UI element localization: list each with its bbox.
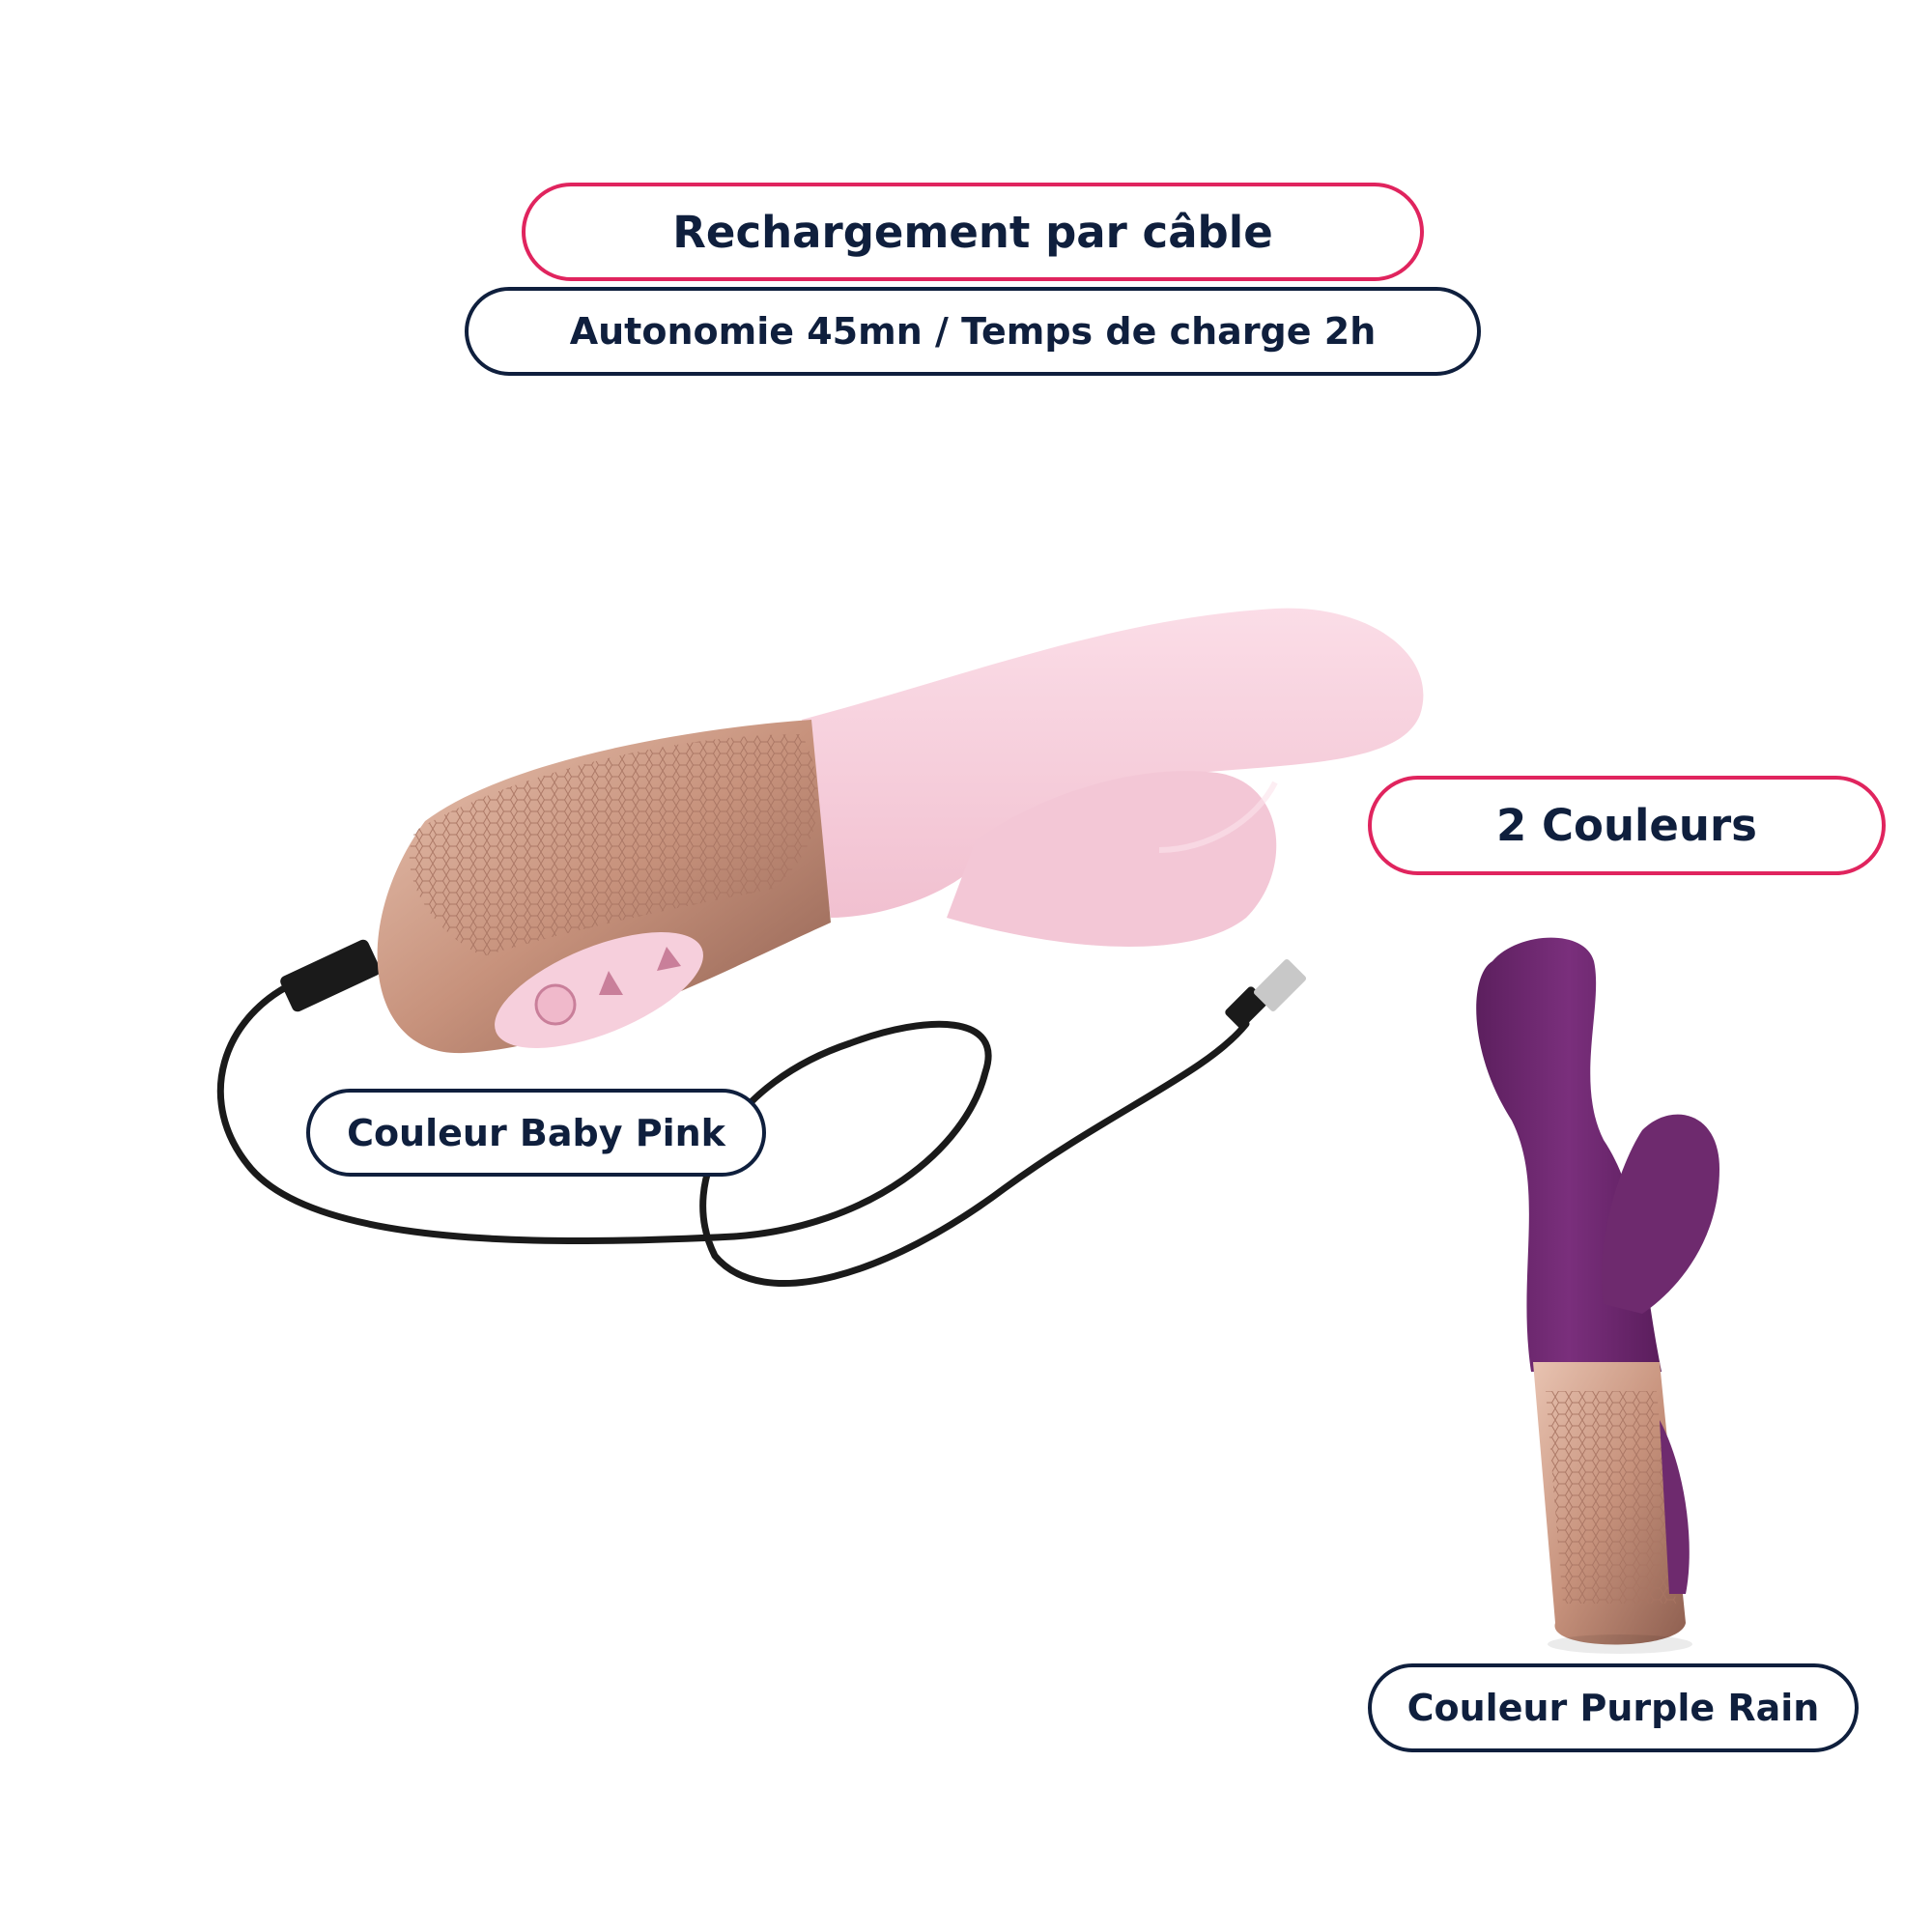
purple-rain-rabbit-vibrator	[1476, 937, 1719, 1654]
recharge-badge: Rechargement par câble	[522, 183, 1424, 281]
colors-count-label: 2 Couleurs	[1496, 800, 1757, 851]
autonomy-label: Autonomie 45mn / Temps de charge 2h	[569, 310, 1377, 353]
purple-rain-variant-label: Couleur Purple Rain	[1406, 1687, 1820, 1729]
recharge-label: Rechargement par câble	[672, 206, 1273, 258]
usb-cable	[216, 939, 1307, 1287]
colors-count-badge: 2 Couleurs	[1368, 776, 1886, 875]
baby-pink-rabbit-vibrator	[377, 608, 1424, 1054]
purple-rain-variant-badge: Couleur Purple Rain	[1368, 1663, 1859, 1752]
baby-pink-variant-label: Couleur Baby Pink	[347, 1111, 725, 1154]
autonomy-badge: Autonomie 45mn / Temps de charge 2h	[465, 287, 1481, 376]
baby-pink-variant-badge: Couleur Baby Pink	[306, 1089, 766, 1177]
